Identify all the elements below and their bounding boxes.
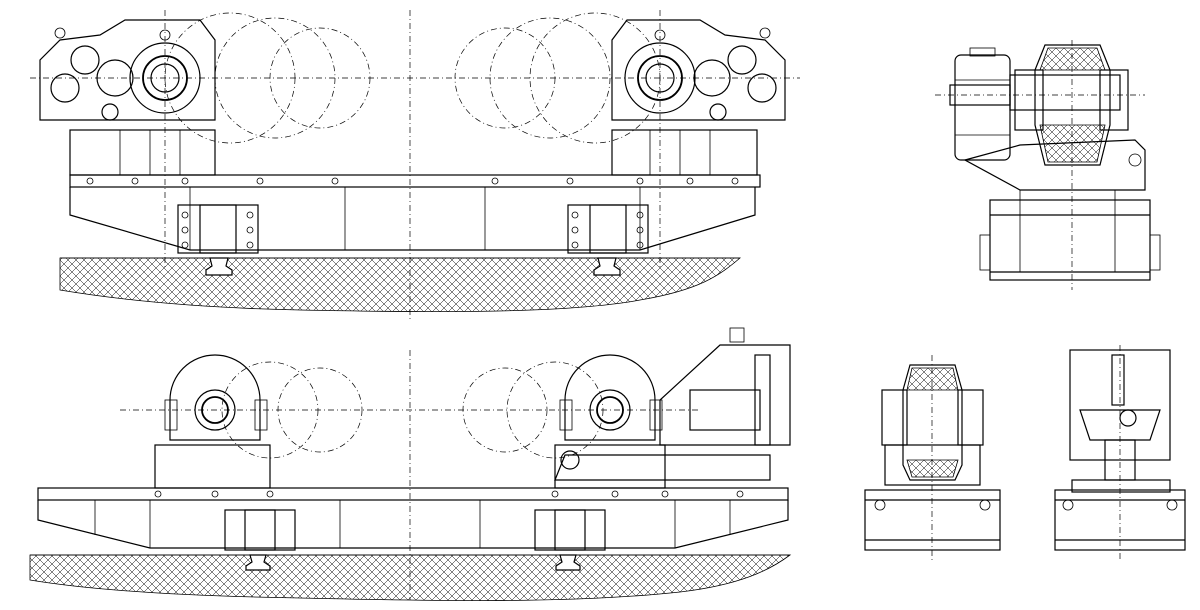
bottom-front-elevation (29, 327, 792, 602)
lower-base-frame (37, 487, 789, 501)
roller-wheel (1034, 44, 1111, 166)
motor (954, 54, 1011, 161)
bottom-side-elevation-right (1054, 345, 1186, 560)
side-base (989, 199, 1151, 281)
bottom-side-elevation-left (864, 355, 1001, 560)
ground-hatch-lower (29, 554, 792, 602)
rail-right (593, 257, 621, 276)
rail-left (205, 257, 233, 276)
top-side-elevation (935, 40, 1161, 290)
lower-frame-bolts (154, 490, 744, 498)
base-frame (69, 174, 761, 188)
gearbox-left (39, 19, 216, 121)
roller-housing-left (169, 354, 261, 441)
frame-bolts (86, 177, 739, 185)
ground-hatch (59, 257, 742, 313)
gearbox-right (611, 19, 786, 121)
top-front-elevation (30, 10, 800, 320)
roller-housing-right (564, 354, 656, 441)
